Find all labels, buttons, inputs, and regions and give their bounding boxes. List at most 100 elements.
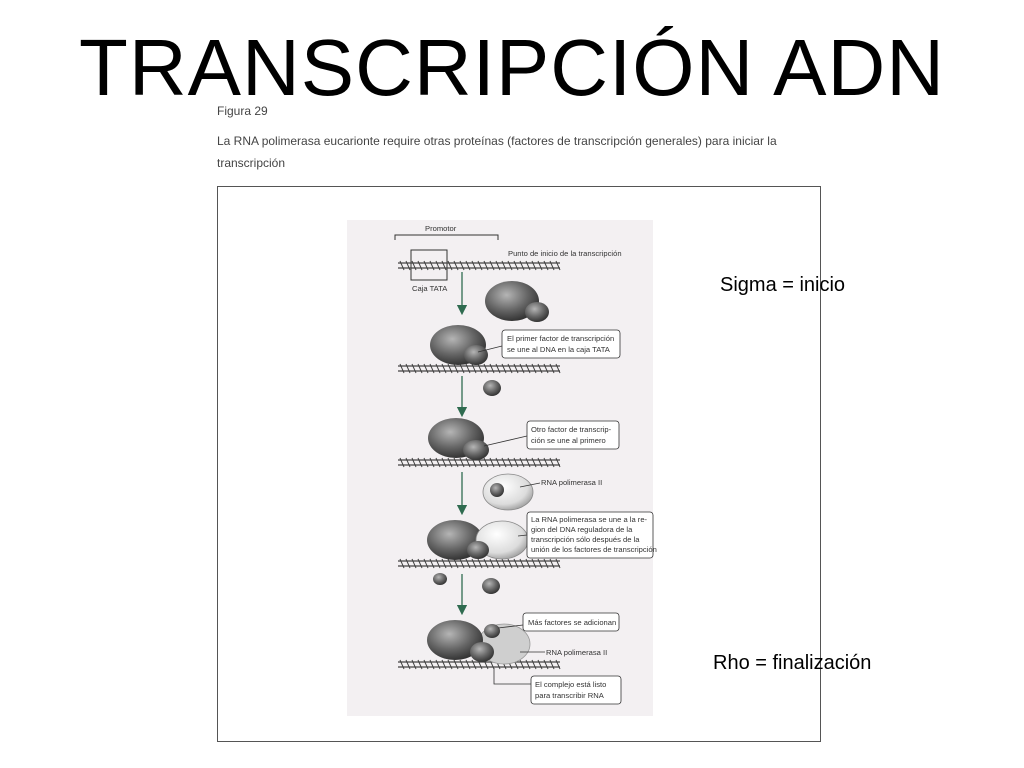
dna-hatch: [471, 363, 477, 374]
callout-step3: La RNA polimerasa se une a la re- gion d…: [517, 511, 657, 559]
step5-line2: para transcribir RNA: [535, 691, 605, 700]
dna-hatch: [465, 363, 471, 374]
dna-hatch: [441, 260, 447, 271]
dna-hatch: [399, 457, 405, 468]
step3-line2: gion del DNA reguladora de la: [531, 525, 633, 534]
dna-hatch: [417, 363, 423, 374]
dna-hatch: [423, 260, 429, 271]
dna-hatch: [549, 558, 555, 569]
dna-hatch: [429, 659, 435, 670]
callout-step2: Otro factor de transcrip- ción se une al…: [483, 420, 620, 450]
dna-hatch: [555, 363, 561, 374]
dna-hatch: [453, 260, 459, 271]
protein-step3: [427, 520, 529, 560]
dna-hatch: [423, 457, 429, 468]
dna-hatch: [543, 363, 549, 374]
dna-hatch: [411, 260, 417, 271]
dna-hatch: [483, 457, 489, 468]
dna-hatch: [411, 659, 417, 670]
dna-hatch: [555, 260, 561, 271]
dna-hatch: [495, 363, 501, 374]
dna-hatch: [501, 558, 507, 569]
dna-hatch: [519, 659, 525, 670]
dna-hatch: [477, 558, 483, 569]
dna-hatch: [411, 363, 417, 374]
dna-hatch: [543, 558, 549, 569]
dna-hatch: [405, 457, 411, 468]
dna-hatch: [525, 363, 531, 374]
step5-line1: El complejo está listo: [535, 680, 606, 689]
dna-hatch: [507, 363, 513, 374]
dna-hatch: [507, 260, 513, 271]
dna-hatch: [423, 363, 429, 374]
protein-small-2: [433, 573, 500, 594]
dna-hatch: [537, 659, 543, 670]
dna-hatch: [513, 260, 519, 271]
dna-hatch: [453, 558, 459, 569]
rna-pol-label-1: RNA polimerasa II: [541, 478, 602, 487]
dna-hatch: [435, 260, 441, 271]
dna-hatch: [519, 260, 525, 271]
dna-hatch: [405, 659, 411, 670]
dna-hatch: [471, 558, 477, 569]
dna-hatch: [525, 558, 531, 569]
dna-hatch: [513, 363, 519, 374]
dna-hatch: [441, 363, 447, 374]
dna-hatch: [519, 558, 525, 569]
dna-hatch: [531, 457, 537, 468]
dna-hatch: [453, 363, 459, 374]
dna-hatch: [435, 363, 441, 374]
dna-hatch: [405, 260, 411, 271]
dna-hatch: [465, 558, 471, 569]
dna-hatch: [399, 659, 405, 670]
step2-line1: Otro factor de transcrip-: [531, 425, 612, 434]
dna-hatch: [531, 260, 537, 271]
dna-hatch: [483, 260, 489, 271]
dna-hatch: [537, 558, 543, 569]
dna-hatch: [441, 457, 447, 468]
dna-hatch: [519, 363, 525, 374]
protein-step4: [427, 620, 531, 665]
slide-title: TRANSCRIPCIÓN ADN: [79, 23, 945, 112]
dna-hatch: [441, 659, 447, 670]
dna-hatch: [399, 558, 405, 569]
dna-hatch: [531, 558, 537, 569]
dna-hatch: [531, 363, 537, 374]
callout-step5: El complejo está listo para transcribir …: [493, 668, 622, 705]
dna-hatch: [489, 363, 495, 374]
dna-hatch: [549, 260, 555, 271]
dna-hatch: [471, 659, 477, 670]
dna-hatch: [459, 558, 465, 569]
dna-hatch: [537, 457, 543, 468]
dna-hatch: [459, 260, 465, 271]
dna-hatch: [429, 260, 435, 271]
figure-label: Figura 29: [217, 104, 268, 118]
dna-hatch: [501, 260, 507, 271]
dna-hatch: [525, 457, 531, 468]
dna-hatch: [417, 558, 423, 569]
dna-hatch: [429, 457, 435, 468]
dna-hatch: [507, 457, 513, 468]
dna-hatch: [429, 558, 435, 569]
dna-hatch: [513, 558, 519, 569]
dna-hatch: [447, 260, 453, 271]
dna-hatch: [411, 457, 417, 468]
dna-hatch: [417, 260, 423, 271]
rho-note: Rho = finalización: [713, 652, 872, 674]
dna-hatch: [459, 363, 465, 374]
dna-hatch: [531, 659, 537, 670]
dna-hatch: [477, 260, 483, 271]
step4-text: Más factores se adicionan: [528, 618, 616, 627]
dna-hatch: [441, 558, 447, 569]
dna-hatch: [525, 260, 531, 271]
dna-hatch: [399, 363, 405, 374]
dna-hatch: [447, 659, 453, 670]
dna-hatch: [465, 659, 471, 670]
dna-hatch: [555, 558, 561, 569]
step1-line2: se une al DNA en la caja TATA: [507, 345, 611, 354]
dna-hatch: [543, 260, 549, 271]
dna-hatch: [549, 659, 555, 670]
callout-step1: El primer factor de transcripción se une…: [477, 329, 621, 359]
dna-hatch: [501, 457, 507, 468]
protein-step1: [430, 325, 488, 365]
